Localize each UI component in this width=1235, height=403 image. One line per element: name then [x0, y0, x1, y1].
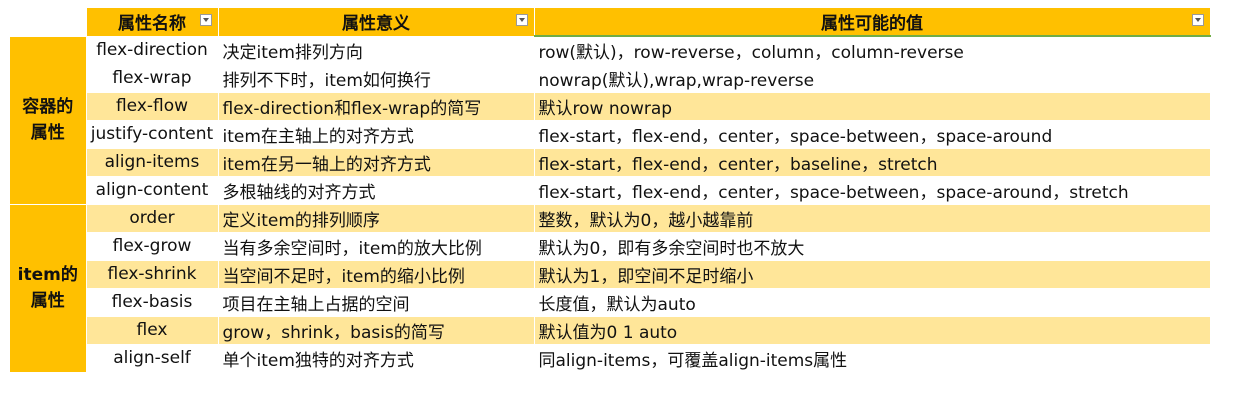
property-meaning-cell[interactable]: 排列不下时，item如何换行 [218, 64, 535, 93]
group-label-line2: 属性 [30, 291, 65, 311]
property-meaning-cell[interactable]: grow，shrink，basis的简写 [218, 316, 535, 345]
property-meaning-cell[interactable]: flex-direction和flex-wrap的简写 [218, 92, 535, 121]
group-label-line2: 属性 [30, 123, 65, 143]
table-row[interactable]: flex-grow 当有多余空间时，item的放大比例 默认为0，即有多余空间时… [10, 232, 1211, 261]
property-values-cell[interactable]: row(默认)，row-reverse，column，column-revers… [534, 36, 1211, 65]
property-meaning-cell[interactable]: 定义item的排列顺序 [218, 204, 535, 233]
property-values-cell[interactable]: 长度值，默认为auto [534, 288, 1211, 317]
group-label-item[interactable]: item的 属性 [10, 204, 87, 373]
filter-dropdown-icon[interactable] [515, 14, 528, 26]
property-name-cell[interactable]: flex-grow [86, 232, 219, 261]
table-row[interactable]: align-items item在另一轴上的对齐方式 flex-start，fl… [10, 148, 1211, 177]
property-name-cell[interactable]: flex-direction [86, 36, 219, 65]
property-values-cell[interactable]: 默认值为0 1 auto [534, 316, 1211, 345]
property-name-cell[interactable]: flex-wrap [86, 64, 219, 93]
table-row[interactable]: align-content 多根轴线的对齐方式 flex-start，flex-… [10, 176, 1211, 205]
header-meaning: 属性意义 [218, 8, 535, 37]
table-row[interactable]: 容器的 属性 flex-direction 决定item排列方向 row(默认)… [10, 36, 1211, 205]
property-values-cell[interactable]: 同align-items，可覆盖align-items属性 [534, 344, 1211, 373]
property-meaning-cell[interactable]: 项目在主轴上占据的空间 [218, 288, 535, 317]
property-values-cell[interactable]: 整数，默认为0，越小越靠前 [534, 204, 1211, 233]
property-values-cell[interactable]: flex-start，flex-end，center，space-between… [534, 120, 1211, 149]
property-meaning-cell[interactable]: 当空间不足时，item的缩小比例 [218, 260, 535, 289]
property-name-cell[interactable]: flex [86, 316, 219, 345]
property-meaning-cell[interactable]: 单个item独特的对齐方式 [218, 344, 535, 373]
group-label-line1: 容器的 [22, 97, 74, 117]
group-label-line1: item的 [17, 265, 78, 285]
property-values-cell[interactable]: 默认row nowrap [534, 92, 1211, 121]
header-row: 属性名称 属性意义 属性可能的值 [10, 8, 1211, 37]
property-values-cell[interactable]: 默认为1，即空间不足时缩小 [534, 260, 1211, 289]
table-row[interactable]: flex-wrap 排列不下时，item如何换行 nowrap(默认),wrap… [10, 64, 1211, 93]
property-name-cell[interactable]: align-self [86, 344, 219, 373]
property-meaning-cell[interactable]: 决定item排列方向 [218, 36, 535, 65]
property-values-cell[interactable]: 默认为0，即有多余空间时也不放大 [534, 232, 1211, 261]
table-row[interactable]: flex grow，shrink，basis的简写 默认值为0 1 auto [10, 316, 1211, 345]
header-meaning-label: 属性意义 [342, 14, 410, 35]
property-name-cell[interactable]: order [86, 204, 219, 233]
header-name: 属性名称 [86, 8, 219, 37]
property-name-cell[interactable]: justify-content [86, 120, 219, 149]
filter-dropdown-icon[interactable] [1191, 14, 1204, 26]
property-values-cell[interactable]: nowrap(默认),wrap,wrap-reverse [534, 64, 1211, 93]
property-meaning-cell[interactable]: item在主轴上的对齐方式 [218, 120, 535, 149]
table-row[interactable]: flex-flow flex-direction和flex-wrap的简写 默认… [10, 92, 1211, 121]
property-meaning-cell[interactable]: item在另一轴上的对齐方式 [218, 148, 535, 177]
header-name-label: 属性名称 [118, 14, 186, 35]
property-values-cell[interactable]: flex-start，flex-end，center，baseline，stre… [534, 148, 1211, 177]
header-values-label: 属性可能的值 [821, 14, 923, 34]
property-values-cell[interactable]: flex-start，flex-end，center，space-between… [534, 176, 1211, 205]
property-name-cell[interactable]: flex-shrink [86, 260, 219, 289]
flex-properties-table: 属性名称 属性意义 属性可能的值 容器的 属性 f [10, 8, 1211, 373]
table-row[interactable]: align-self 单个item独特的对齐方式 同align-items，可覆… [10, 344, 1211, 373]
property-name-cell[interactable]: flex-flow [86, 92, 219, 121]
table-row[interactable]: justify-content item在主轴上的对齐方式 flex-start… [10, 120, 1211, 149]
table-row[interactable]: flex-basis 项目在主轴上占据的空间 长度值，默认为auto [10, 288, 1211, 317]
table-row[interactable]: item的 属性 order 定义item的排列顺序 整数，默认为0，越小越靠前 [10, 204, 1211, 373]
property-meaning-cell[interactable]: 多根轴线的对齐方式 [218, 176, 535, 205]
table-row[interactable]: flex-shrink 当空间不足时，item的缩小比例 默认为1，即空间不足时… [10, 260, 1211, 289]
spreadsheet-area: 属性名称 属性意义 属性可能的值 容器的 属性 f [10, 8, 1211, 373]
property-name-cell[interactable]: align-content [86, 176, 219, 205]
property-meaning-cell[interactable]: 当有多余空间时，item的放大比例 [218, 232, 535, 261]
group-label-container[interactable]: 容器的 属性 [10, 36, 87, 205]
header-values: 属性可能的值 [534, 8, 1211, 37]
corner-cell [10, 8, 87, 37]
property-name-cell[interactable]: align-items [86, 148, 219, 177]
filter-dropdown-icon[interactable] [199, 14, 212, 26]
property-name-cell[interactable]: flex-basis [86, 288, 219, 317]
